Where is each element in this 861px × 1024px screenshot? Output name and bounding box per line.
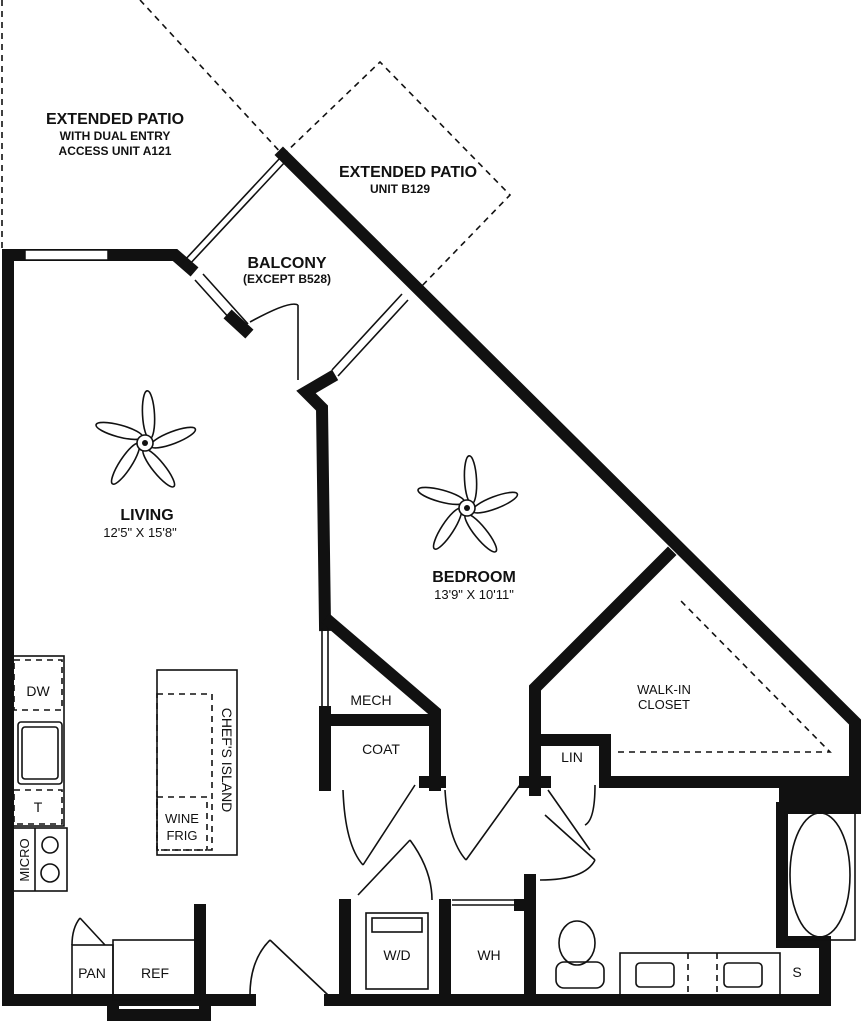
microwave-label: MICRO — [17, 838, 32, 881]
patio-outlines — [1, 0, 512, 291]
patio-a121-title: EXTENDED PATIO — [46, 111, 184, 128]
windows — [24, 157, 520, 906]
trash-label: T — [34, 799, 43, 815]
kitchen-sink — [17, 721, 63, 785]
window — [24, 249, 109, 261]
patio-a121-line3: ACCESS UNIT A121 — [59, 144, 172, 158]
ceiling-fan-icon — [95, 390, 197, 488]
kitchen: DW T MICRO CHEF'S ISLAND WINE FRIG — [11, 655, 238, 1001]
bedroom-door[interactable] — [444, 784, 521, 861]
vanity — [619, 952, 781, 999]
dishwasher-label: DW — [26, 683, 50, 699]
balcony-door[interactable] — [249, 303, 299, 380]
mech-label: MECH — [350, 692, 391, 708]
coat-door[interactable] — [342, 784, 416, 866]
living-dims: 12'5" X 15'8" — [103, 525, 177, 540]
island-label: CHEF'S ISLAND — [219, 708, 235, 813]
shelf-label: S — [792, 964, 801, 980]
wine-fridge-label: WINE — [165, 811, 199, 826]
refrigerator — [112, 939, 201, 1001]
balcony-title: BALCONY — [247, 255, 326, 272]
doors — [71, 303, 596, 996]
refrigerator-label: REF — [141, 965, 169, 981]
bathtub — [789, 812, 851, 938]
lin-door[interactable] — [547, 784, 596, 851]
patio-b129-title: EXTENDED PATIO — [339, 164, 477, 181]
patio-a121-line2: WITH DUAL ENTRY — [60, 129, 171, 143]
room-labels: EXTENDED PATIO WITH DUAL ENTRY ACCESS UN… — [46, 111, 802, 981]
pantry-door[interactable] — [71, 917, 106, 946]
living-title: LIVING — [120, 507, 173, 524]
bedroom-title: BEDROOM — [432, 569, 516, 586]
linen-label: LIN — [561, 749, 583, 765]
bath-sink — [635, 962, 675, 988]
coat-label: COAT — [362, 741, 400, 757]
washer-dryer — [365, 912, 429, 990]
bath-sink — [723, 962, 763, 988]
cooktop-burner — [40, 863, 60, 883]
walkin-closet-label-2: CLOSET — [638, 697, 690, 712]
washer-dryer-label: W/D — [383, 947, 410, 963]
laundry-door[interactable] — [357, 839, 433, 901]
wine-fridge-label-2: FRIG — [166, 828, 197, 843]
ceiling-fan-icon — [417, 455, 519, 553]
bath-fixtures — [365, 811, 856, 999]
entry-door[interactable] — [249, 939, 329, 996]
pantry-label: PAN — [78, 965, 106, 981]
closet-shelf — [618, 597, 832, 753]
walkin-closet-label: WALK-IN — [637, 682, 691, 697]
water-heater-label: WH — [477, 947, 500, 963]
bedroom-dims: 13'9" X 10'11" — [434, 587, 514, 602]
cooktop-burner — [41, 836, 59, 854]
patio-b129-unit: UNIT B129 — [370, 182, 430, 196]
bath-door[interactable] — [539, 814, 596, 881]
toilet — [558, 920, 596, 966]
balcony-note: (EXCEPT B528) — [243, 272, 331, 286]
